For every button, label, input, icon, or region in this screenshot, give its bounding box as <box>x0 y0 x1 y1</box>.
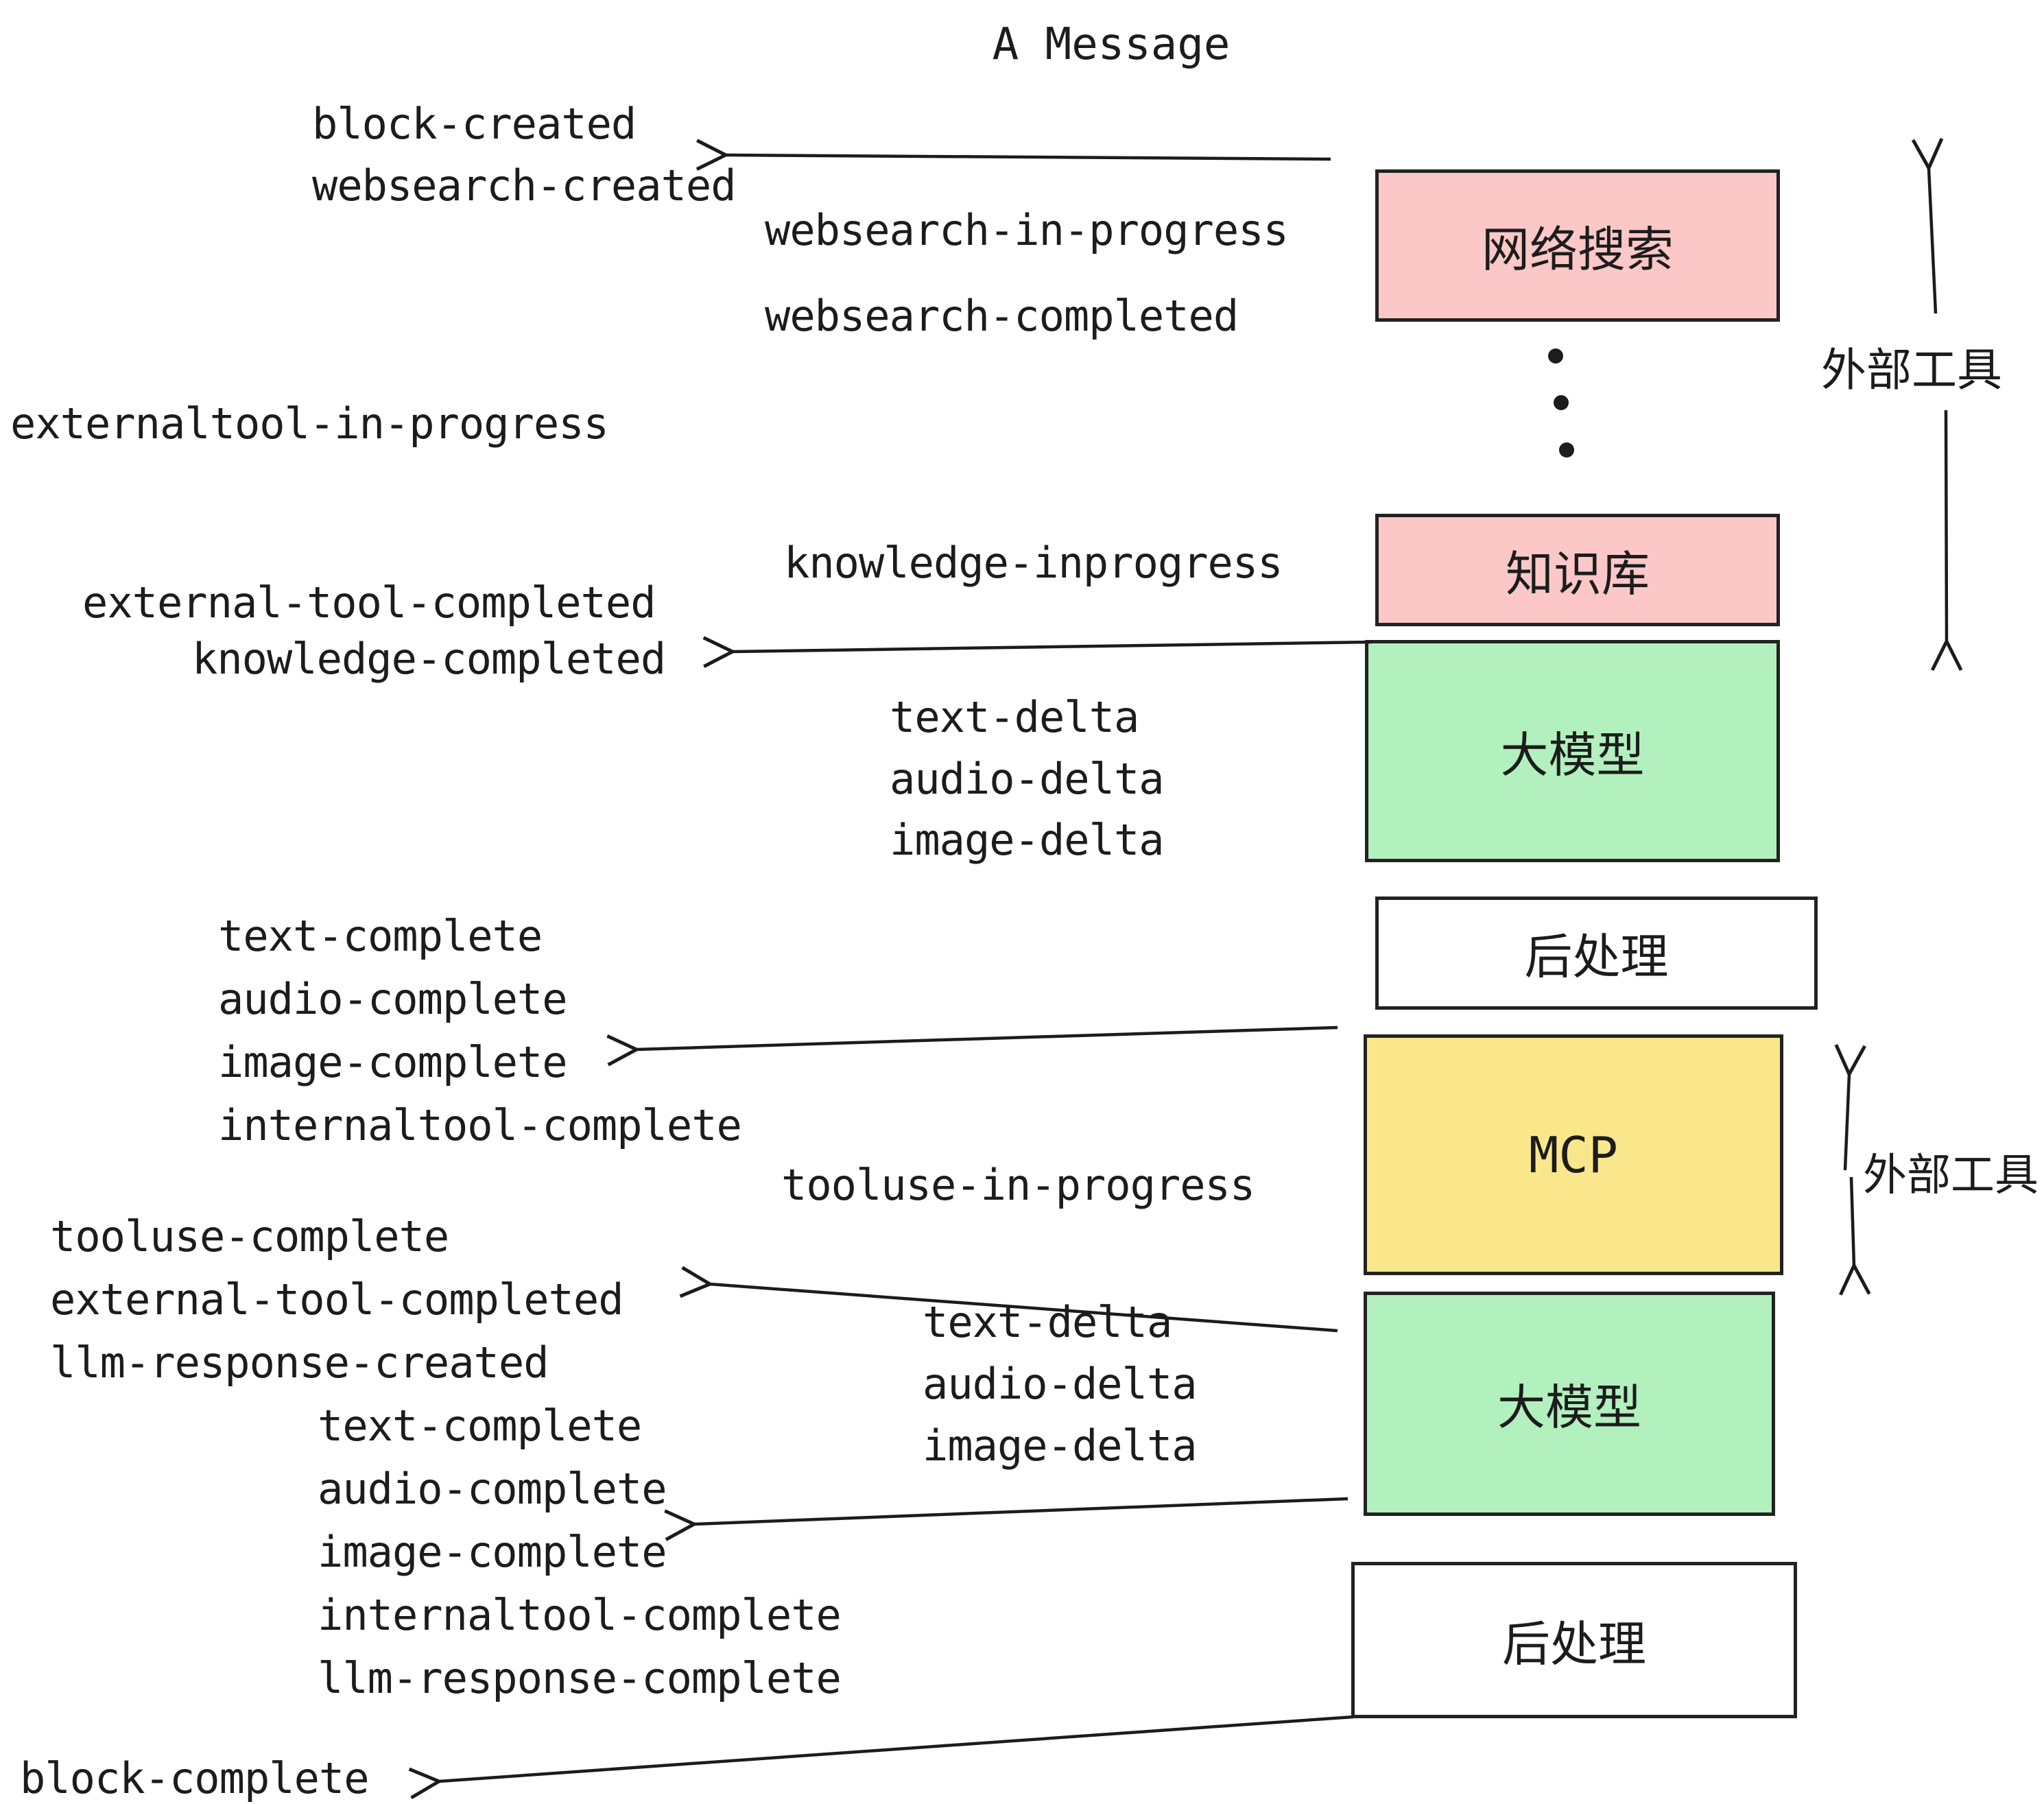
box-mcp: MCP <box>1364 1034 1783 1275</box>
label-knowledge-completed: knowledge-completed <box>192 634 666 684</box>
side-label-external-tools-2: 外部工具 <box>1863 1150 2039 1200</box>
label-llm-response-created: llm-response-created <box>50 1338 549 1388</box>
external-tools-up-arrow-2 <box>1834 1044 1866 1171</box>
arrow-to-knowledge-completed <box>702 636 1372 668</box>
label-externaltool-in-progress: externaltool-in-progress <box>10 399 609 449</box>
label-internaltool-complete-1: internaltool-complete <box>218 1100 742 1150</box>
label-websearch-created: websearch-created <box>312 161 737 211</box>
label-text-delta-2: text-delta <box>923 1297 1172 1347</box>
arrow-to-block-created <box>696 139 1331 171</box>
ellipsis-dot-1 <box>1548 348 1563 364</box>
external-tools-up-arrow-1 <box>1911 138 1944 314</box>
arrow-to-audio-complete <box>664 1497 1348 1541</box>
box-knowledge: 知识库 <box>1375 514 1780 626</box>
box-postprocess-1: 后处理 <box>1375 897 1818 1010</box>
label-tooluse-complete: tooluse-complete <box>50 1211 449 1261</box>
label-websearch-completed: websearch-completed <box>765 291 1239 341</box>
label-text-delta-1: text-delta <box>890 692 1139 742</box>
label-block-complete: block-complete <box>20 1753 370 1803</box>
label-image-delta-1: image-delta <box>890 815 1165 865</box>
ellipsis-dot-2 <box>1554 395 1569 410</box>
box-llm-1: 大模型 <box>1365 640 1780 862</box>
label-tooluse-in-progress: tooluse-in-progress <box>781 1160 1255 1210</box>
label-audio-complete-1: audio-complete <box>218 974 568 1024</box>
label-audio-delta-1: audio-delta <box>890 754 1165 804</box>
diagram-title: A Message <box>992 19 1231 70</box>
box-websearch: 网络搜索 <box>1375 169 1780 322</box>
arrow-to-block-complete <box>408 1715 1354 1800</box>
label-websearch-in-progress: websearch-in-progress <box>765 205 1289 255</box>
label-knowledge-inprogress: knowledge-inprogress <box>784 538 1283 588</box>
label-text-complete-2: text-complete <box>318 1401 642 1451</box>
label-image-delta-2: image-delta <box>923 1421 1198 1471</box>
arrow-to-tooluse-complete <box>679 1266 1338 1333</box>
box-llm-2: 大模型 <box>1364 1292 1775 1516</box>
label-external-tool-completed-1: external-tool-completed <box>82 578 656 628</box>
label-audio-complete-2: audio-complete <box>318 1464 667 1514</box>
label-image-complete-1: image-complete <box>218 1037 568 1087</box>
external-tools-down-arrow-1 <box>1930 410 1963 672</box>
label-internaltool-complete-2: internaltool-complete <box>318 1590 842 1640</box>
label-llm-response-complete: llm-response-complete <box>318 1653 842 1703</box>
arrow-to-image-complete <box>606 1025 1338 1067</box>
side-label-external-tools-1: 外部工具 <box>1821 344 2002 395</box>
label-block-created: block-created <box>312 99 637 149</box>
label-text-complete-1: text-complete <box>218 911 543 961</box>
label-audio-delta-2: audio-delta <box>923 1359 1198 1409</box>
label-image-complete-2: image-complete <box>318 1527 667 1577</box>
external-tools-down-arrow-2 <box>1839 1176 1871 1296</box>
label-external-tool-completed-2: external-tool-completed <box>50 1274 624 1325</box>
box-postprocess-2: 后处理 <box>1351 1562 1797 1718</box>
ellipsis-dot-3 <box>1559 442 1574 458</box>
